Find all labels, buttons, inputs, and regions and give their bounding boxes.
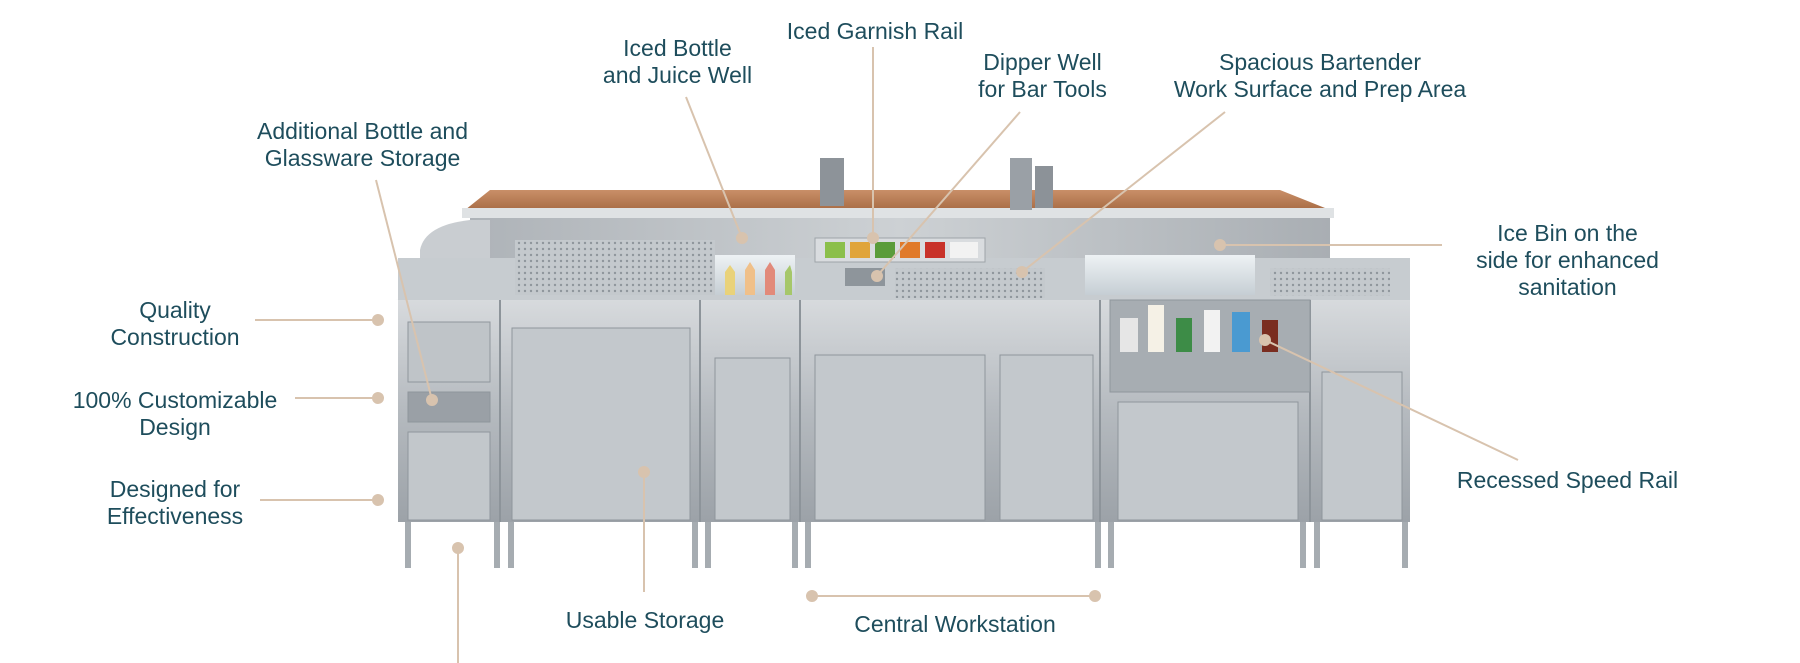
wood-bar-top bbox=[465, 190, 1330, 210]
callout-spacious-work-surface: Spacious Bartender Work Surface and Prep… bbox=[1173, 49, 1467, 102]
door-left-upper bbox=[407, 321, 491, 383]
shaker-tall bbox=[1010, 158, 1032, 210]
door-right-drawer bbox=[1117, 401, 1299, 521]
door-storage bbox=[511, 327, 691, 521]
door-narrow bbox=[714, 357, 791, 521]
door-left-lower bbox=[407, 431, 491, 521]
shaker-left bbox=[820, 158, 844, 206]
callout-recessed-speed-rail: Recessed Speed Rail bbox=[1456, 467, 1679, 493]
shaker-short bbox=[1035, 166, 1053, 208]
door-far-right bbox=[1321, 371, 1403, 521]
callout-usable-storage: Usable Storage bbox=[565, 607, 725, 633]
leader-dipper-well bbox=[876, 111, 1021, 277]
back-bar-rail bbox=[462, 208, 1334, 218]
callout-additional-bottle-storage: Additional Bottle and Glassware Storage bbox=[257, 118, 468, 171]
door-central-right bbox=[999, 354, 1094, 521]
callout-iced-garnish-rail: Iced Garnish Rail bbox=[786, 18, 964, 44]
callout-customizable-design: 100% Customizable Design bbox=[72, 387, 278, 440]
callout-iced-bottle-juice-well: Iced Bottle and Juice Well bbox=[602, 35, 753, 88]
callout-central-workstation: Central Workstation bbox=[854, 611, 1056, 637]
leader-speed-rail bbox=[1264, 339, 1519, 461]
leader-iced-bottle bbox=[685, 96, 743, 239]
callout-ice-bin-side: Ice Bin on the side for enhanced sanitat… bbox=[1476, 220, 1659, 300]
door-left-cubby bbox=[407, 391, 491, 423]
callout-quality-construction: Quality Construction bbox=[110, 297, 240, 350]
callout-designed-effectiveness: Designed for Effectiveness bbox=[106, 476, 244, 529]
right-grate bbox=[1270, 268, 1390, 296]
ice-bin bbox=[1085, 255, 1255, 295]
leader-additional-storage bbox=[375, 179, 433, 401]
glass-rack bbox=[515, 240, 715, 295]
door-central-left bbox=[814, 354, 986, 521]
callout-dipper-well: Dipper Well for Bar Tools bbox=[978, 49, 1107, 102]
leader-work-surface bbox=[1021, 111, 1226, 273]
